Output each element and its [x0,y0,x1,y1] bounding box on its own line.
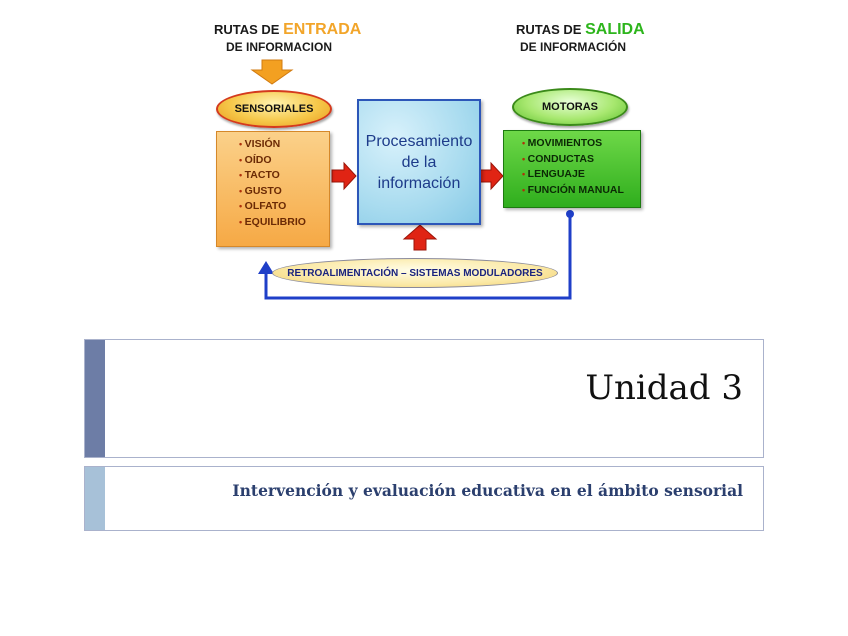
motoras-oval: MOTORAS [512,88,628,126]
entrada-heading-line2: DE INFORMACION [226,40,332,54]
entrada-heading: RUTAS DE ENTRADA [214,21,362,38]
sensory-to-processing-arrow [331,161,357,191]
sensory-item: VISIÓN [239,137,329,153]
page-title: Unidad 3 [585,368,743,408]
salida-heading-line2: DE INFORMACIÓN [520,40,626,54]
title-accent-bar [85,340,105,457]
salida-heading-highlight: SALIDA [585,21,645,38]
feedback-oval: RETROALIMENTACIÓN – SISTEMAS MODULADORES [272,258,558,288]
motor-item: MOVIMIENTOS [522,136,640,152]
processing-to-motor-arrow [479,161,504,191]
sensory-item: OLFATO [239,199,329,215]
feedback-loop-line [264,214,572,300]
feedback-loop-dot [566,210,574,218]
salida-heading-prefix: RUTAS DE [516,22,582,37]
subtitle-box: Intervención y evaluación educativa en e… [84,466,764,531]
processing-box: Procesamiento de la información [357,99,481,225]
sensory-list: VISIÓN OÍDO TACTO GUSTO OLFATO EQUILIBRI… [239,137,329,230]
motor-box: MOVIMIENTOS CONDUCTAS LENGUAJE FUNCIÓN M… [503,130,641,208]
salida-heading: RUTAS DE SALIDA [516,21,645,38]
feedback-up-arrow [402,224,438,251]
diagram-arrows [250,59,574,300]
processing-label: Procesamiento de la información [366,131,473,194]
sensory-item: EQUILIBRIO [239,215,329,231]
subtitle-accent-bar [85,467,105,530]
sensory-item: TACTO [239,168,329,184]
processing-label-line3: información [377,174,461,192]
sensory-box: VISIÓN OÍDO TACTO GUSTO OLFATO EQUILIBRI… [216,131,330,247]
processing-label-line1: Procesamiento [365,132,473,150]
motor-item: FUNCIÓN MANUAL [522,183,640,199]
sensoriales-oval: SENSORIALES [216,90,332,128]
sensory-item: GUSTO [239,184,329,200]
feedback-loop-arrowhead [258,261,274,274]
sensory-item: OÍDO [239,153,329,169]
page-subtitle: Intervención y evaluación educativa en e… [232,481,743,500]
processing-label-line2: de la [401,153,437,171]
motor-item: LENGUAJE [522,167,640,183]
input-down-arrow [250,59,294,85]
entrada-heading-prefix: RUTAS DE [214,22,280,37]
motor-list: MOVIMIENTOS CONDUCTAS LENGUAJE FUNCIÓN M… [522,136,640,198]
motor-item: CONDUCTAS [522,152,640,168]
entrada-heading-highlight: ENTRADA [283,21,362,38]
title-box: Unidad 3 [84,339,764,458]
